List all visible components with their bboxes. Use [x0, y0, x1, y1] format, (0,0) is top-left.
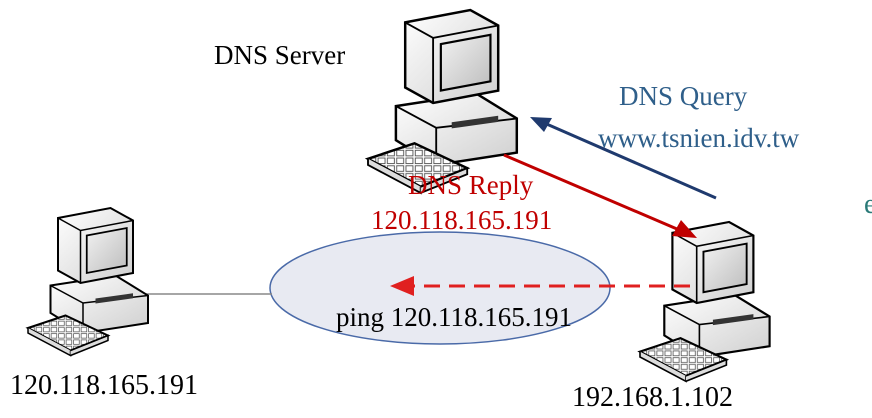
target-ip-label: 120.118.165.191 — [10, 370, 198, 401]
dns-reply-ip: 120.118.165.191 — [371, 205, 553, 235]
client-ip-label: 192.168.1.102 — [572, 382, 733, 413]
target-computer-icon — [27, 207, 149, 357]
ping-command-label: ping 120.118.165.191 — [336, 302, 572, 332]
dns-reply-title: DNS Reply — [408, 170, 534, 200]
dns-query-title: DNS Query — [619, 81, 748, 111]
edge-cut-letter: e — [864, 191, 872, 220]
ping-arrow — [390, 276, 690, 296]
dns-reply-arrow — [503, 153, 697, 238]
dns-server-label: DNS Server — [214, 40, 346, 70]
client-computer-icon — [638, 220, 771, 383]
network-cloud — [269, 231, 611, 345]
dns-query-domain: www.tsnien.idv.tw — [598, 123, 800, 153]
dns-query-arrow — [530, 117, 717, 200]
dns-server-computer-icon — [366, 8, 519, 195]
